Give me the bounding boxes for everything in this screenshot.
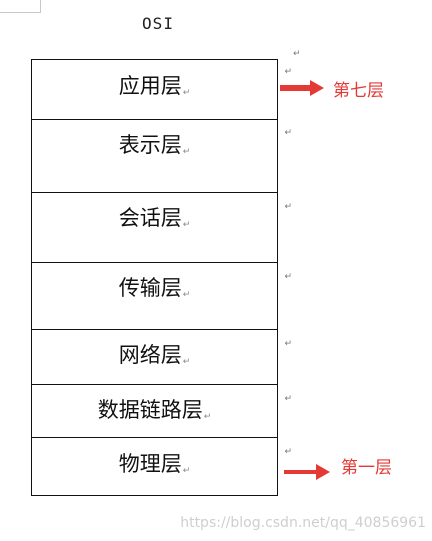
right-arrow-icon [280,80,324,96]
right-arrow-icon [284,464,330,480]
layer-row-presentation: 表示层↵ ↵ [32,119,292,192]
layer-label-presentation: 表示层↵ [118,133,191,157]
cell-end-mark: ↵ [284,202,292,212]
layer-row-application: 应用层↵ ↵ [32,60,292,119]
diagram-title: OSI [142,14,174,33]
annotation-seventh-layer: 第七层 [333,81,384,101]
cell-end-mark: ↵ [284,339,292,349]
layer-label-data-link: 数据链路层↵ [97,398,212,422]
watermark: https://blog.csdn.net/qq_40856961 [180,515,426,531]
cell-end-mark: ↵ [284,67,292,77]
layer-label-transport: 传输层↵ [118,276,191,300]
layer-label-application: 应用层↵ [118,74,191,98]
cell-end-mark: ↵ [284,272,292,282]
paragraph-mark: ↵ [293,49,301,59]
layer-label-network: 网络层↵ [118,343,191,367]
cell-end-mark: ↵ [284,447,292,457]
layer-row-network: 网络层↵ ↵ [32,329,292,384]
osi-layer-table: 应用层↵ ↵ 表示层↵ ↵ 会话层↵ ↵ 传输层↵ ↵ 网络层↵ ↵ 数据链路层… [31,59,292,497]
annotation-first-layer: 第一层 [341,458,392,478]
layer-row-physical: 物理层↵ ↵ [32,437,292,497]
layer-row-transport: 传输层↵ ↵ [32,262,292,329]
layer-label-session: 会话层↵ [118,206,191,230]
layer-row-data-link: 数据链路层↵ ↵ [32,384,292,437]
cell-end-mark: ↵ [284,394,292,404]
cell-end-mark: ↵ [284,128,292,138]
layer-label-physical: 物理层↵ [118,452,191,476]
layer-row-session: 会话层↵ ↵ [32,192,292,262]
page-corner-mark [0,0,41,13]
